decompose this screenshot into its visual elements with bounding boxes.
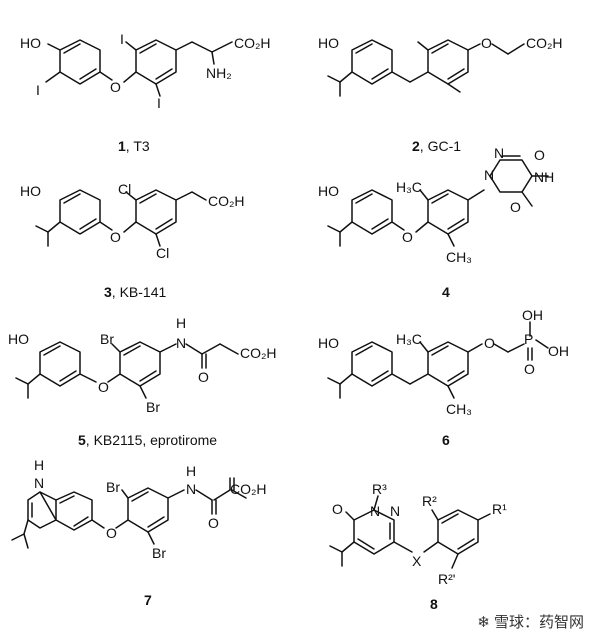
c5-br1: Br (100, 331, 114, 347)
caption-name: KB-141 (119, 284, 167, 300)
caption-compound-8: 8 (430, 596, 438, 612)
compound-4-structure (327, 155, 549, 247)
c8-r2p: R²' (438, 571, 455, 587)
c3-cl2: Cl (156, 245, 169, 261)
c8-r1: R¹ (492, 501, 507, 517)
c7-br1: Br (106, 479, 120, 495)
c5-n: N (176, 335, 186, 351)
caption-number: 4 (442, 284, 450, 300)
compound-1-structure (45, 39, 233, 97)
c7-br2: Br (152, 545, 166, 561)
c2-acid: CO₂H (526, 35, 563, 51)
c4-ho: HO (318, 183, 339, 199)
c8-n2: N (390, 503, 400, 519)
c8-r3: R³ (372, 481, 387, 497)
c4-n1: N (484, 167, 494, 183)
c3-ho: HO (20, 183, 41, 199)
c8-x: X (412, 553, 422, 569)
c4-nh: NH (534, 169, 554, 185)
caption-compound-4: 4 (442, 284, 450, 300)
caption-compound-2: 2, GC-1 (412, 138, 462, 154)
c7-nh: H (34, 457, 44, 473)
c4-o1: O (534, 147, 545, 163)
caption-number: 7 (144, 592, 152, 608)
caption-compound-5: 5, KB2115, eprotirome (78, 432, 218, 448)
c1-amine: NH₂ (206, 65, 232, 81)
caption-name: KB2115, eprotirome (93, 432, 218, 448)
c7-h: H (186, 463, 196, 479)
c6-oh1: OH (522, 307, 543, 323)
c5-o1: O (198, 369, 209, 385)
c5-nh: H (176, 315, 186, 331)
c7-n2: N (186, 481, 196, 497)
caption-compound-7: 7 (144, 592, 152, 608)
caption-number: 1 (118, 138, 126, 154)
c5-ho: HO (8, 331, 29, 347)
caption-name: GC-1 (427, 138, 462, 154)
caption-compound-3: 3, KB-141 (104, 284, 167, 300)
c5-acid: CO₂H (240, 345, 277, 361)
caption-number: 3 (104, 284, 112, 300)
c6-oh2: OH (548, 343, 569, 359)
c1-o: O (110, 79, 121, 95)
watermark-text: 雪球：药智网 (493, 614, 584, 631)
c3-cl1: Cl (118, 181, 131, 197)
c1-i2: I (120, 31, 124, 47)
c7-o: O (106, 525, 117, 541)
c1-ho: HO (20, 35, 41, 51)
c7-acid: CO₂H (230, 481, 267, 497)
compound-2-structure (327, 39, 525, 97)
c7-n: N (34, 475, 44, 491)
c8-o: O (332, 501, 343, 517)
c6-me1: H₃C (396, 331, 422, 347)
c8-n1: N (370, 503, 380, 519)
caption-number: 2 (412, 138, 420, 154)
compound-8-structure (329, 495, 491, 569)
c1-i3: I (157, 95, 161, 111)
caption-name: T3 (133, 138, 150, 154)
caption-number: 5 (78, 432, 86, 448)
c6-ho: HO (318, 335, 339, 351)
compound-6-structure (327, 321, 549, 399)
c6-p: P (524, 331, 533, 347)
c1-acid: CO₂H (234, 35, 271, 51)
snowball-logo-icon: ❄ (477, 614, 494, 631)
c7-o1: O (208, 515, 219, 531)
c2-ho: HO (318, 35, 339, 51)
compound-5-structure (15, 341, 239, 399)
c4-o2: O (510, 199, 521, 215)
c2-o: O (481, 35, 492, 51)
c4-me1: H₃C (396, 179, 422, 195)
c6-o: O (484, 335, 495, 351)
c6-po: O (524, 361, 535, 377)
c4-o: O (402, 229, 413, 245)
c6-me2: CH₃ (446, 401, 472, 417)
c4-me2: CH₃ (446, 249, 472, 265)
c5-br2: Br (146, 399, 160, 415)
caption-number: 8 (430, 596, 438, 612)
caption-compound-6: 6 (442, 432, 450, 448)
caption-number: 6 (442, 432, 450, 448)
c3-acid: CO₂H (208, 193, 245, 209)
compound-3-structure (35, 189, 207, 247)
watermark: ❄ 雪球：药智网 (477, 611, 584, 632)
c1-i1: I (36, 82, 40, 98)
caption-compound-1: 1, T3 (118, 138, 150, 154)
compound-7-structure (11, 477, 247, 549)
c4-n2: N (494, 145, 504, 161)
c3-o: O (110, 229, 121, 245)
c8-r2: R² (422, 493, 437, 509)
c5-o: O (98, 379, 109, 395)
